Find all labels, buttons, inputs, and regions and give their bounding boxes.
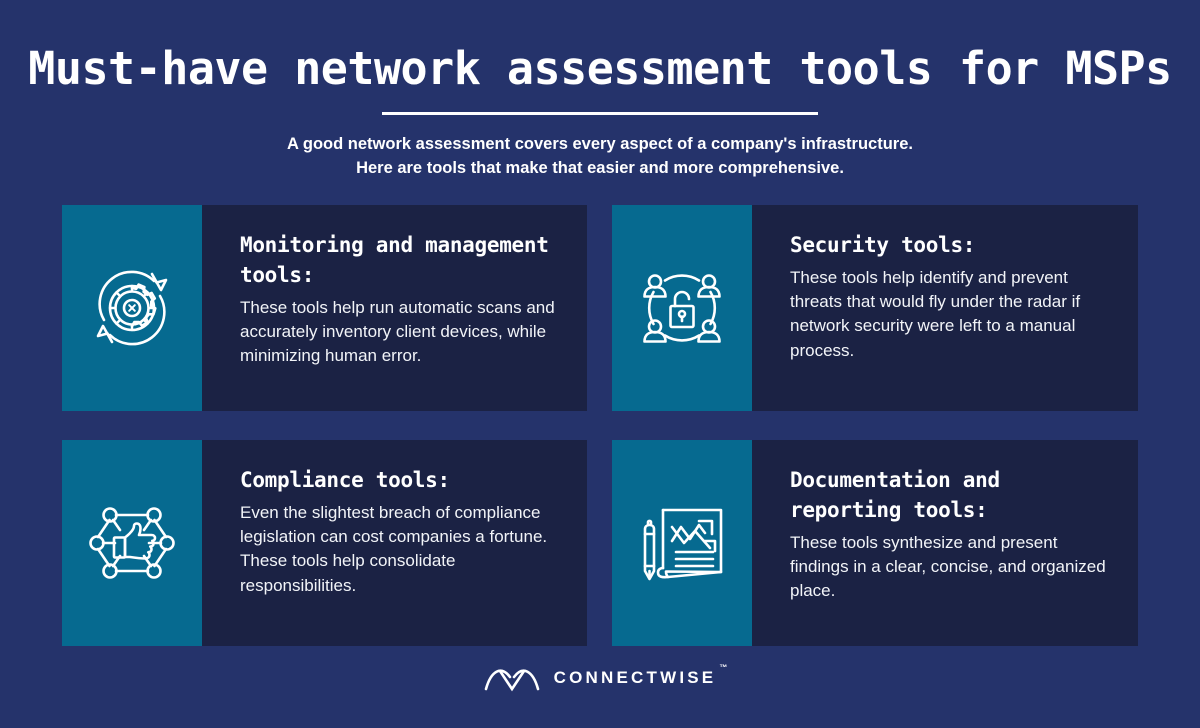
pen [643,519,656,581]
card-heading: Compliance tools: [240,468,450,492]
connectwise-wordmark: CONNECTWISE ™ [553,663,728,688]
card-text: Even the slightest breach of compliance … [240,502,548,595]
chart-lines [670,519,717,553]
footer: CONNECTWISE ™ [0,663,1200,693]
card-monitoring-management: Monitoring and management tools: These t… [62,205,587,411]
card-heading: Monitoring and management tools: [240,233,549,287]
page-subtitle: A good network assessment covers every a… [0,133,1200,181]
padlock-network-icon [612,205,752,411]
hexagon-links [96,513,168,573]
card-body: Documentation and reporting tools: These… [752,440,1138,646]
card-heading: Documentation and reporting tools: [790,468,1000,522]
card-text: These tools help identify and prevent th… [790,267,1081,360]
card-heading: Security tools: [790,233,976,257]
trademark-symbol: ™ [719,663,728,672]
avatar-bottom-right [697,319,721,343]
avatar-bottom-left [643,319,667,343]
title-divider [382,112,818,115]
thumbs-up-hexagon-icon [62,440,202,646]
subtitle-line-1: A good network assessment covers every a… [287,135,913,153]
card-text: These tools help run automatic scans and… [240,297,555,366]
page-title: Must-have network assessment tools for M… [28,42,1172,95]
card-body: Security tools: These tools help identif… [752,205,1138,411]
avatar-top-right [697,274,721,298]
avatar-top-left [643,274,667,298]
gear-refresh-icon [62,205,202,411]
card-documentation-reporting: Documentation and reporting tools: These… [612,440,1138,646]
subtitle-line-2: Here are tools that make that easier and… [356,158,844,177]
document-chart-pen-icon [612,440,752,646]
card-body: Compliance tools: Even the slightest bre… [202,440,587,646]
logo-text: CONNECTWISE [553,668,717,687]
card-security: Security tools: These tools help identif… [612,205,1138,411]
connectwise-w-mark-icon [484,669,539,692]
text-lines [674,550,715,568]
card-compliance: Compliance tools: Even the slightest bre… [62,440,587,646]
card-text: These tools synthesize and present findi… [790,532,1106,601]
card-body: Monitoring and management tools: These t… [202,205,587,411]
cards-grid: Monitoring and management tools: These t… [62,205,1138,646]
